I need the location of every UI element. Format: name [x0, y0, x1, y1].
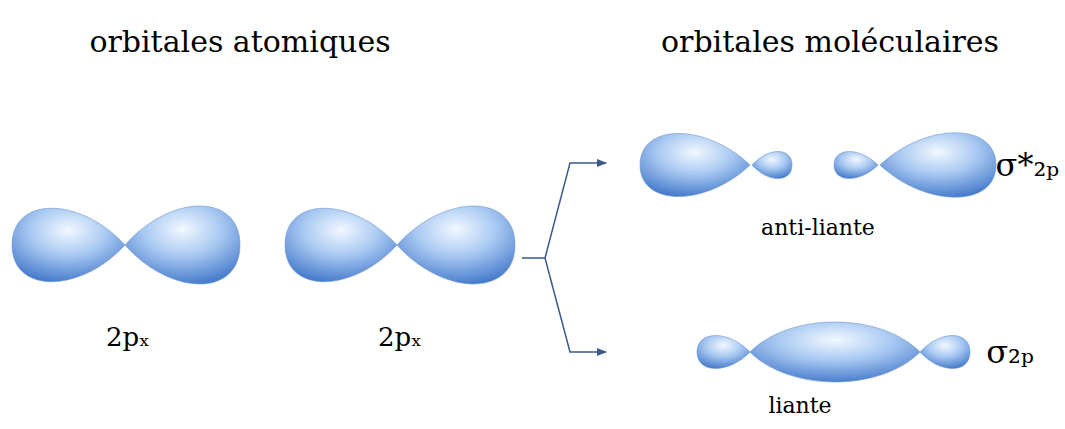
orbital-type: liante [768, 393, 831, 419]
p-lobe [285, 208, 397, 282]
column-title: orbitales moléculaires [661, 24, 999, 60]
column-title: orbitales atomiques [89, 24, 390, 60]
split-arrow [522, 163, 606, 258]
small-lobe [697, 336, 750, 369]
orbital-label: 2pₓ [378, 322, 422, 353]
big-lobe [880, 133, 996, 198]
orbital-symbol: σ*₂ₚ [996, 146, 1059, 184]
small-lobe [920, 336, 970, 369]
orbital-label: 2pₓ [106, 322, 150, 353]
big-lobe [640, 134, 750, 197]
orbital-symbol: σ₂ₚ [986, 333, 1033, 371]
orbital-type: anti-liante [761, 215, 875, 241]
bonding-lobe [750, 322, 920, 382]
p-lobe [12, 208, 125, 282]
p-lobe [397, 206, 515, 284]
p-lobe [125, 206, 240, 284]
small-lobe [834, 152, 878, 179]
small-lobe [752, 152, 792, 179]
split-arrow [545, 258, 606, 352]
